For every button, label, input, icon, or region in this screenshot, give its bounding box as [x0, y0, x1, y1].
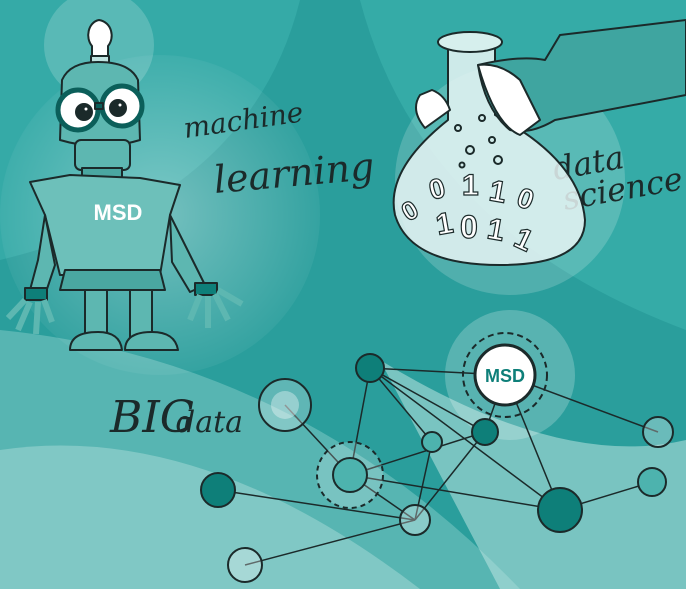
- robot-shirt-logo: MSD: [94, 200, 143, 225]
- robot-illustration: [5, 19, 244, 351]
- bg-band: [380, 360, 686, 589]
- network-hub-ring: [462, 332, 548, 418]
- flask-digit: 1: [462, 169, 479, 202]
- network-node: [637, 467, 667, 497]
- network-nodes: [200, 332, 674, 583]
- network-node: [258, 378, 312, 432]
- network-edge: [369, 367, 486, 433]
- flask-digit: 1: [487, 174, 509, 209]
- network-node: [200, 472, 236, 508]
- bg-band: [0, 445, 420, 589]
- network-edge: [349, 431, 486, 476]
- network-node: [471, 418, 499, 446]
- network-node-inner: [271, 391, 299, 419]
- lightbulb-icon: [87, 19, 113, 65]
- network-edge: [414, 441, 433, 521]
- flask-digit: 1: [485, 212, 507, 247]
- network-edge: [414, 431, 486, 521]
- network-edge: [244, 519, 416, 566]
- flask-digit: 0: [460, 209, 478, 245]
- network-node: [227, 547, 263, 583]
- label-big: BIG: [109, 392, 195, 443]
- flask-digit: 1: [433, 206, 455, 241]
- network-node: [332, 457, 368, 493]
- network-edge: [217, 489, 416, 521]
- network-edge: [369, 367, 433, 443]
- network-hub-logo: MSD: [485, 366, 525, 386]
- flask-illustration: [392, 19, 686, 266]
- network-node: [421, 431, 443, 453]
- network-node: [399, 504, 431, 536]
- network-hub: [473, 343, 537, 407]
- network-edge: [349, 367, 371, 476]
- network-graph: [217, 367, 659, 566]
- network-node: [537, 487, 583, 533]
- network-edge: [349, 474, 561, 511]
- label-bigdata-suffix: data: [176, 405, 243, 440]
- network-node: [355, 353, 385, 383]
- network-node: [642, 416, 674, 448]
